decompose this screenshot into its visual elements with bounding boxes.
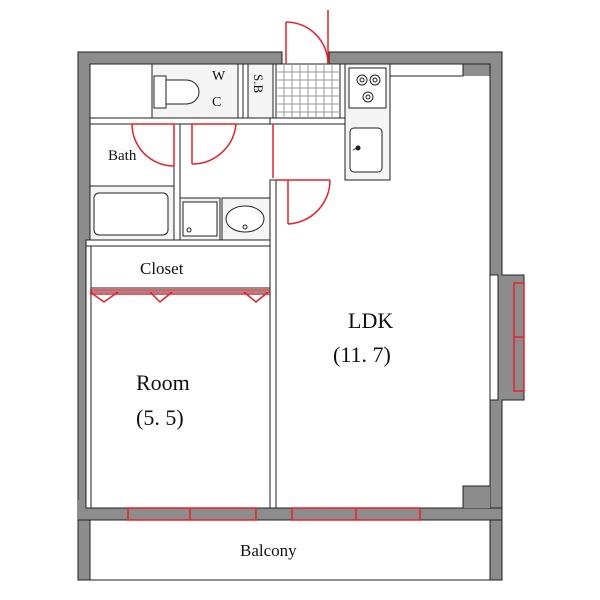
interior-walls xyxy=(85,63,346,509)
balcony-wall-left xyxy=(77,519,91,581)
wall-notch-top-right xyxy=(463,64,490,76)
balcony-wall-right xyxy=(489,519,503,581)
wc-label-w: W xyxy=(212,69,226,84)
room-window-icon xyxy=(127,507,257,521)
ldk-window-icon xyxy=(291,507,421,521)
closet-doors-icon xyxy=(89,289,270,304)
entrance-tiles xyxy=(275,63,341,119)
wc-door-icon xyxy=(191,123,237,165)
shoe-box xyxy=(247,63,274,119)
balcony-label: Balcony xyxy=(240,541,297,560)
wash-basin-icon xyxy=(221,197,271,241)
ldk-size-label: (11. 7) xyxy=(333,342,391,367)
toilet-icon xyxy=(151,63,239,119)
openings xyxy=(89,10,525,521)
room-name-label: Room xyxy=(136,370,190,395)
wc-label-c: C xyxy=(212,95,221,110)
bath-label: Bath xyxy=(108,148,137,164)
ldk-name-label: LDK xyxy=(348,308,393,333)
closet-label: Closet xyxy=(140,259,184,278)
sb-label: S.B xyxy=(251,74,266,93)
wall-corner-right xyxy=(463,486,490,508)
shower-pan-icon xyxy=(179,197,221,241)
entrance-door-icon xyxy=(285,10,329,65)
ldk-door-icon xyxy=(276,179,331,225)
room-outline xyxy=(90,292,271,509)
kitchen-sink-icon xyxy=(349,127,383,173)
bath-door-icon xyxy=(131,123,175,167)
balcony-area xyxy=(77,519,503,581)
room-size-label: (5. 5) xyxy=(136,405,184,430)
side-window-icon xyxy=(513,282,525,392)
bathtub-icon xyxy=(89,185,175,241)
